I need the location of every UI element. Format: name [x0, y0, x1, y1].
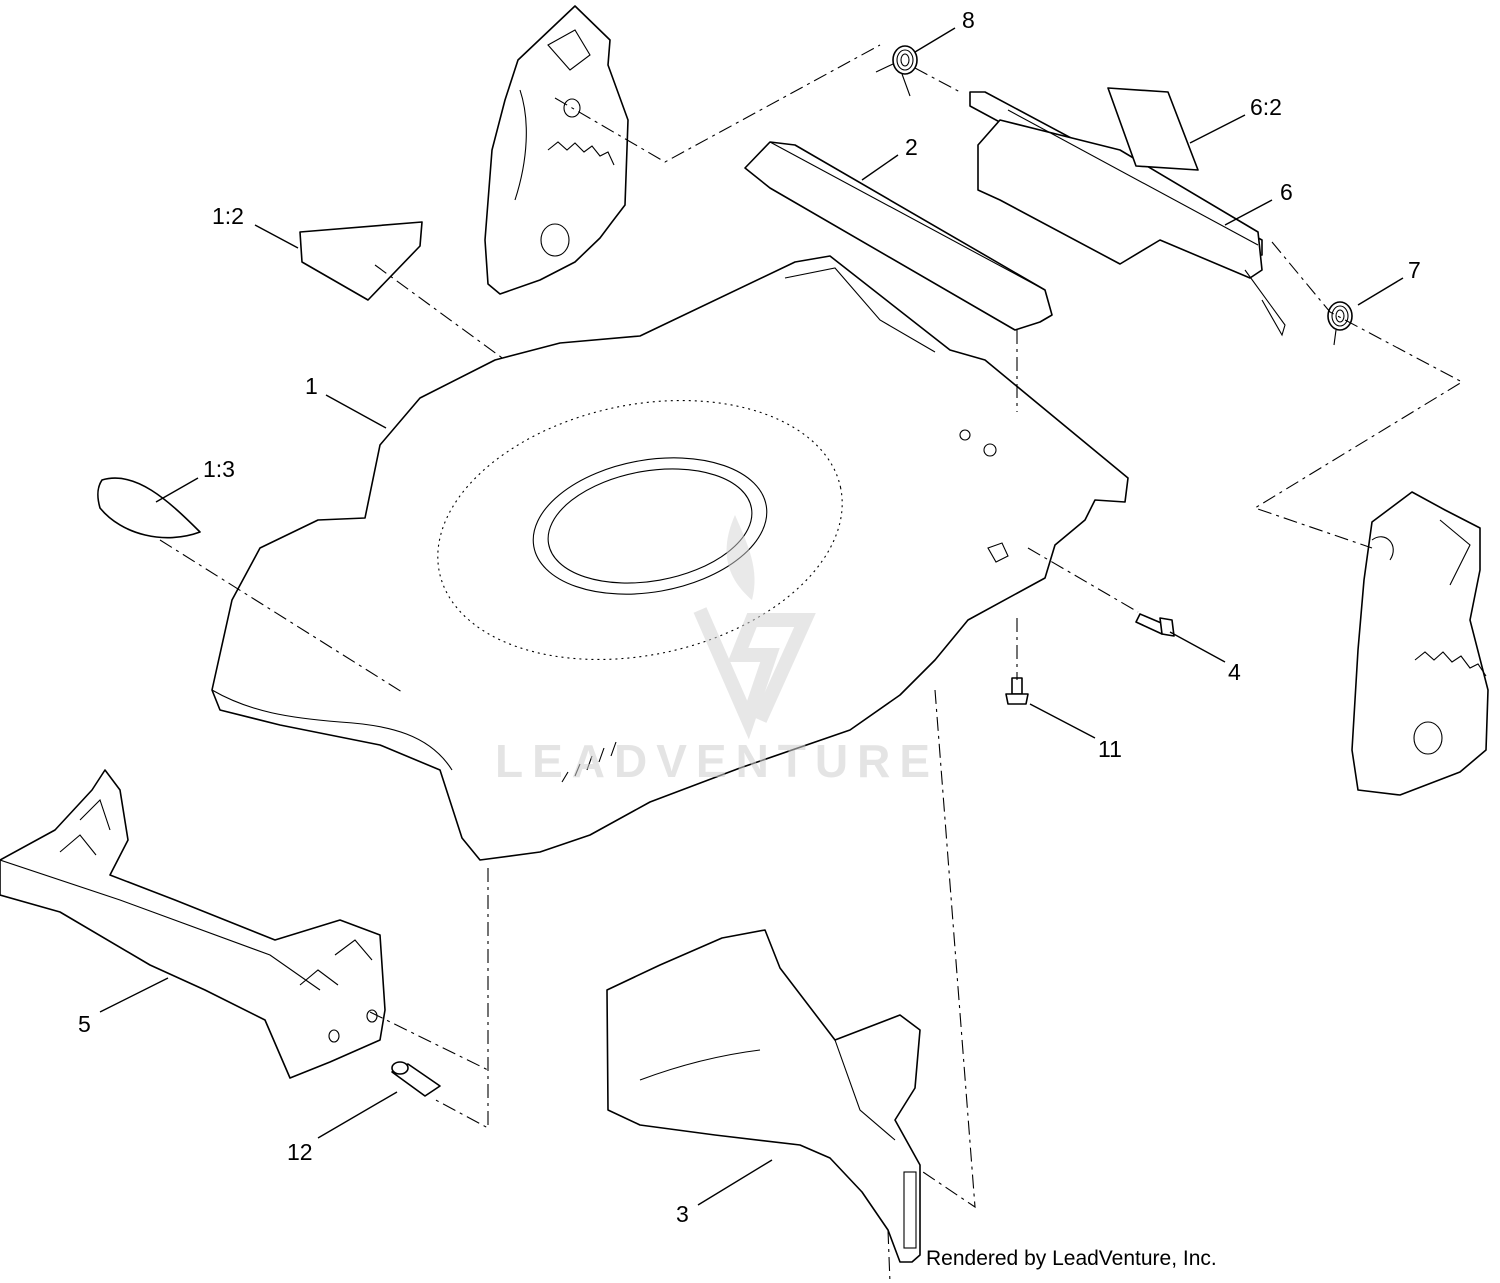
- rear-baffle-2[interactable]: [744, 141, 1053, 331]
- decal-1-2[interactable]: [299, 221, 423, 301]
- callout-5: 5: [78, 1011, 91, 1037]
- callout-11: 11: [1098, 736, 1122, 762]
- render-credit: Rendered by LeadVenture, Inc.: [926, 1247, 1217, 1270]
- discharge-baffle-3[interactable]: [606, 929, 921, 1263]
- left-height-adjuster[interactable]: [484, 5, 629, 295]
- callout-4: 4: [1228, 659, 1241, 685]
- watermark-text: LEADVENTURE: [495, 735, 939, 787]
- assembly-lines: [159, 44, 1464, 1283]
- mower-deck-1[interactable]: [211, 255, 1129, 861]
- bolt-11[interactable]: [1005, 677, 1029, 705]
- callout-1-2: 1:2: [212, 203, 244, 229]
- spacer-12[interactable]: [391, 1061, 441, 1097]
- watermark: LEADVENTURE: [495, 515, 939, 787]
- decal-1-3[interactable]: [97, 477, 201, 539]
- callout-12: 12: [287, 1139, 313, 1165]
- callout-2: 2: [905, 134, 918, 160]
- callout-labels: 8 6:2 2 6 1:2 7 1 1:3 4 11 5 12 3: [78, 7, 1421, 1227]
- callout-leaders: [99, 27, 1404, 1206]
- callout-7: 7: [1408, 257, 1421, 283]
- torsion-spring-8[interactable]: [875, 45, 918, 97]
- right-height-adjuster[interactable]: [1351, 491, 1489, 796]
- callout-8: 8: [962, 7, 975, 33]
- torsion-spring-7[interactable]: [1327, 301, 1353, 346]
- flange-bolt-4[interactable]: [1135, 613, 1175, 637]
- decal-6-2[interactable]: [1107, 87, 1199, 171]
- callout-1-3: 1:3: [203, 456, 235, 482]
- callout-6: 6: [1280, 179, 1293, 205]
- callout-3: 3: [676, 1201, 689, 1227]
- callout-1: 1: [305, 373, 318, 399]
- rear-skid-5[interactable]: [0, 769, 386, 1079]
- rear-flap-assembly-6[interactable]: [969, 91, 1286, 337]
- callout-6-2: 6:2: [1250, 94, 1282, 120]
